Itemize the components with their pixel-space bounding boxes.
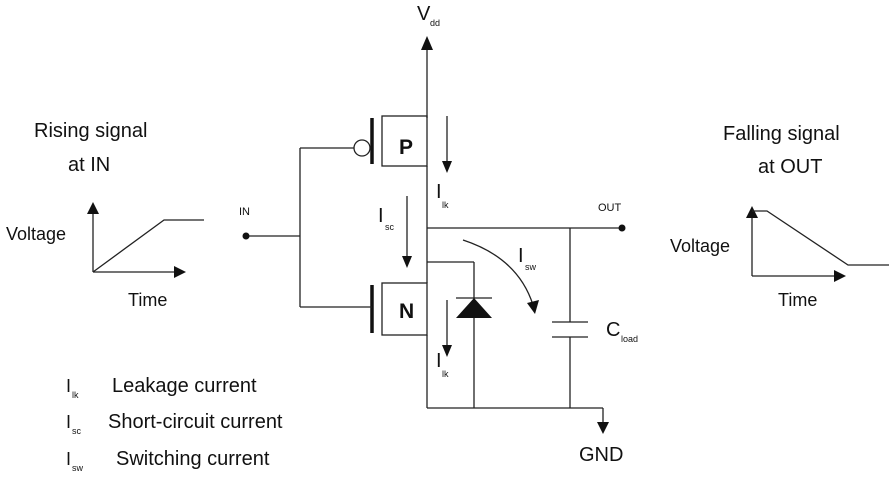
pmos-transistor bbox=[300, 115, 428, 167]
out-label: OUT bbox=[598, 202, 622, 214]
legend-symbol: I bbox=[66, 449, 71, 469]
isw-label: I bbox=[518, 245, 524, 267]
in-label: IN bbox=[239, 206, 250, 218]
input-node bbox=[242, 148, 301, 307]
legend-text: Leakage current bbox=[112, 375, 257, 397]
leakage-arrow-nmos bbox=[442, 300, 452, 357]
legend-text: Short-circuit current bbox=[108, 411, 283, 433]
diode bbox=[456, 297, 492, 318]
ilk-pmos-subscript: lk bbox=[442, 200, 449, 210]
pmos-label: P bbox=[399, 136, 413, 159]
legend-symbol: I bbox=[66, 412, 71, 432]
gnd-label: GND bbox=[579, 444, 623, 466]
legend-symbol: I bbox=[66, 376, 71, 396]
input-xlabel: Time bbox=[128, 290, 167, 310]
isc-label: I bbox=[378, 205, 384, 227]
ilk-nmos-label: I bbox=[436, 350, 442, 372]
vdd-subscript: dd bbox=[430, 18, 440, 28]
legend-subscript: lk bbox=[72, 390, 79, 400]
isc-subscript: sc bbox=[385, 222, 395, 232]
legend-text: Switching current bbox=[116, 448, 270, 470]
short-circuit-arrow bbox=[402, 196, 412, 268]
isw-subscript: sw bbox=[525, 262, 537, 272]
vdd-rail bbox=[421, 36, 433, 118]
cload-subscript: load bbox=[621, 334, 638, 344]
output-waveform-axes bbox=[746, 206, 846, 282]
nmos-transistor bbox=[300, 282, 428, 336]
output-ylabel: Voltage bbox=[670, 236, 730, 256]
ilk-pmos-label: I bbox=[436, 181, 442, 203]
load-capacitor bbox=[552, 228, 588, 408]
legend-item-leakage: I lk Leakage current bbox=[66, 375, 257, 400]
output-title-line2: at OUT bbox=[758, 156, 822, 178]
input-waveform-axes bbox=[87, 202, 186, 278]
ilk-nmos-subscript: lk bbox=[442, 369, 449, 379]
nmos-label: N bbox=[399, 300, 414, 323]
legend-item-switching: I sw Switching current bbox=[66, 448, 270, 473]
switching-arrow bbox=[462, 239, 539, 314]
output-falling-waveform bbox=[752, 210, 889, 266]
output-node bbox=[426, 166, 626, 408]
vdd-label: V bbox=[417, 3, 431, 25]
legend-subscript: sc bbox=[72, 426, 82, 436]
output-xlabel: Time bbox=[778, 290, 817, 310]
input-rising-waveform bbox=[92, 219, 204, 273]
legend: I lk Leakage current I sc Short-circuit … bbox=[66, 375, 283, 473]
output-title-line1: Falling signal bbox=[723, 123, 840, 145]
gnd-rail bbox=[426, 335, 609, 434]
input-ylabel: Voltage bbox=[6, 224, 66, 244]
legend-item-short-circuit: I sc Short-circuit current bbox=[66, 411, 283, 436]
input-title-line1: Rising signal bbox=[34, 120, 147, 142]
legend-subscript: sw bbox=[72, 463, 84, 473]
input-title-line2: at IN bbox=[68, 154, 110, 176]
cload-label: C bbox=[606, 319, 620, 341]
leakage-arrow-pmos bbox=[442, 116, 452, 173]
